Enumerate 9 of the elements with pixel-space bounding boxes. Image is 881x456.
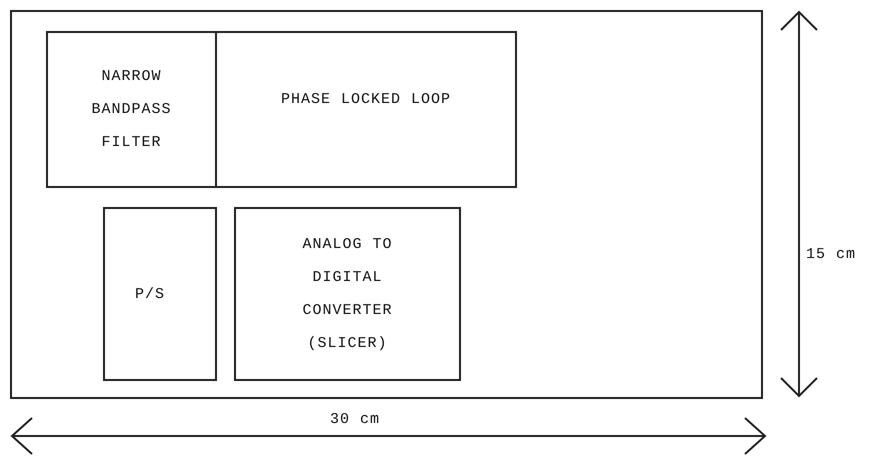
circuit-board-outline xyxy=(10,10,763,399)
filter-block xyxy=(46,31,217,188)
pll-block xyxy=(215,31,517,188)
block-label: PHASE LOCKED LOOP xyxy=(280,90,452,110)
power-supply-block xyxy=(103,207,217,381)
block-label: ANALOG TO DIGITAL CONVERTER (SLICER) xyxy=(301,235,394,354)
block-label: NARROW BANDPASS FILTER xyxy=(90,67,172,153)
converter-block xyxy=(234,207,461,381)
block-label: P/S xyxy=(134,284,166,304)
